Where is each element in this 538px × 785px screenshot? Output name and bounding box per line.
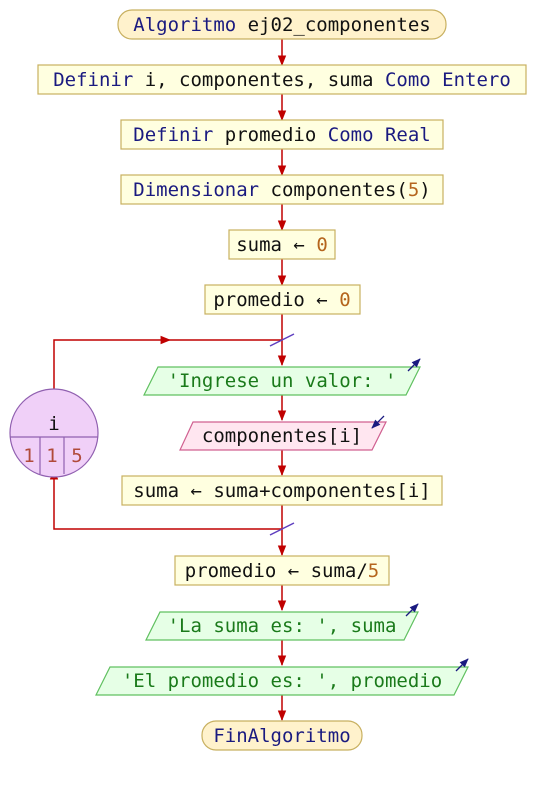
loop-junction-bottom (269, 522, 295, 536)
define-integers-process[interactable]: Definir i, componentes, suma Como Entero (37, 64, 527, 95)
loop-variable: i (48, 413, 59, 435)
input-arrow-icon (371, 415, 385, 429)
define-integers-label: Definir i, componentes, suma Como Entero (53, 69, 511, 91)
output-suma[interactable]: 'La suma es: ', suma (145, 603, 419, 641)
end-label: FinAlgoritmo (213, 725, 350, 747)
loop-end-value: 5 (71, 445, 82, 467)
output-ingrese-valor[interactable]: 'Ingrese un valor: ' (143, 358, 421, 396)
accumulate-suma-label: suma ← suma+componentes[i] (133, 480, 430, 502)
define-real-label: Definir promedio Como Real (133, 124, 430, 146)
output-suma-label: 'La suma es: ', suma (168, 615, 397, 637)
assign-suma-process[interactable]: suma ← 0 (228, 229, 336, 260)
assign-suma-label: suma ← 0 (236, 234, 328, 256)
compute-promedio-process[interactable]: promedio ← suma/5 (174, 555, 390, 586)
output-promedio[interactable]: 'El promedio es: ', promedio (95, 658, 469, 696)
output-arrow-icon (455, 658, 469, 672)
end-terminal[interactable]: FinAlgoritmo (201, 720, 363, 751)
output-arrow-icon (405, 603, 419, 617)
output-arrow-icon (407, 358, 421, 372)
assign-promedio-process[interactable]: promedio ← 0 (204, 284, 361, 315)
define-real-process[interactable]: Definir promedio Como Real (120, 119, 444, 150)
loop-step-value: 1 (46, 445, 57, 467)
accumulate-suma-process[interactable]: suma ← suma+componentes[i] (121, 475, 443, 506)
dimension-label: Dimensionar componentes(5) (133, 179, 430, 201)
loop-return-arrow (49, 468, 282, 530)
output-ingrese-label: 'Ingrese un valor: ' (168, 370, 397, 392)
loop-junction-top (269, 333, 295, 347)
input-componentes[interactable]: componentes[i] (179, 415, 387, 451)
assign-promedio-label: promedio ← 0 (213, 289, 350, 311)
loop-start-value: 1 (23, 445, 34, 467)
connectors (49, 39, 287, 722)
compute-promedio-label: promedio ← suma/5 (185, 560, 379, 582)
dimension-process[interactable]: Dimensionar componentes(5) (120, 174, 444, 205)
start-label: Algoritmo ej02_componentes (133, 14, 430, 36)
start-terminal[interactable]: Algoritmo ej02_componentes (117, 9, 447, 40)
input-componentes-label: componentes[i] (202, 425, 362, 447)
loop-entry-arrow (53, 335, 172, 395)
output-promedio-label: 'El promedio es: ', promedio (122, 670, 442, 692)
for-loop-node[interactable]: i 1 1 5 (9, 388, 99, 478)
